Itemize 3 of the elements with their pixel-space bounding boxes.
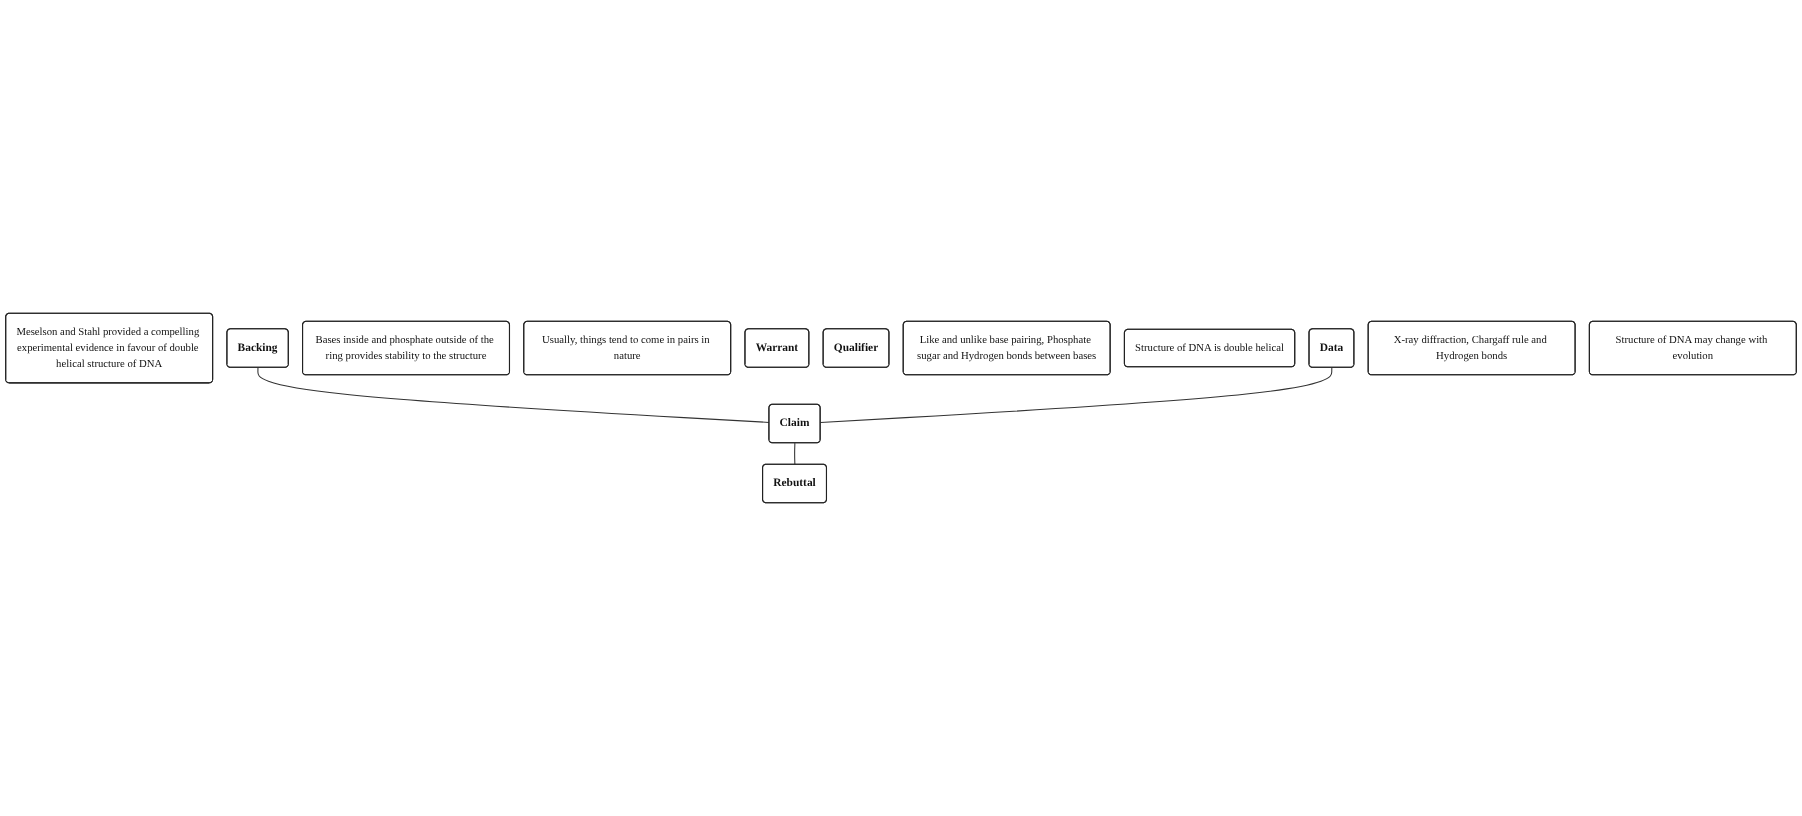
connector (794, 442, 796, 466)
connector (819, 367, 1333, 423)
connector (257, 367, 770, 423)
